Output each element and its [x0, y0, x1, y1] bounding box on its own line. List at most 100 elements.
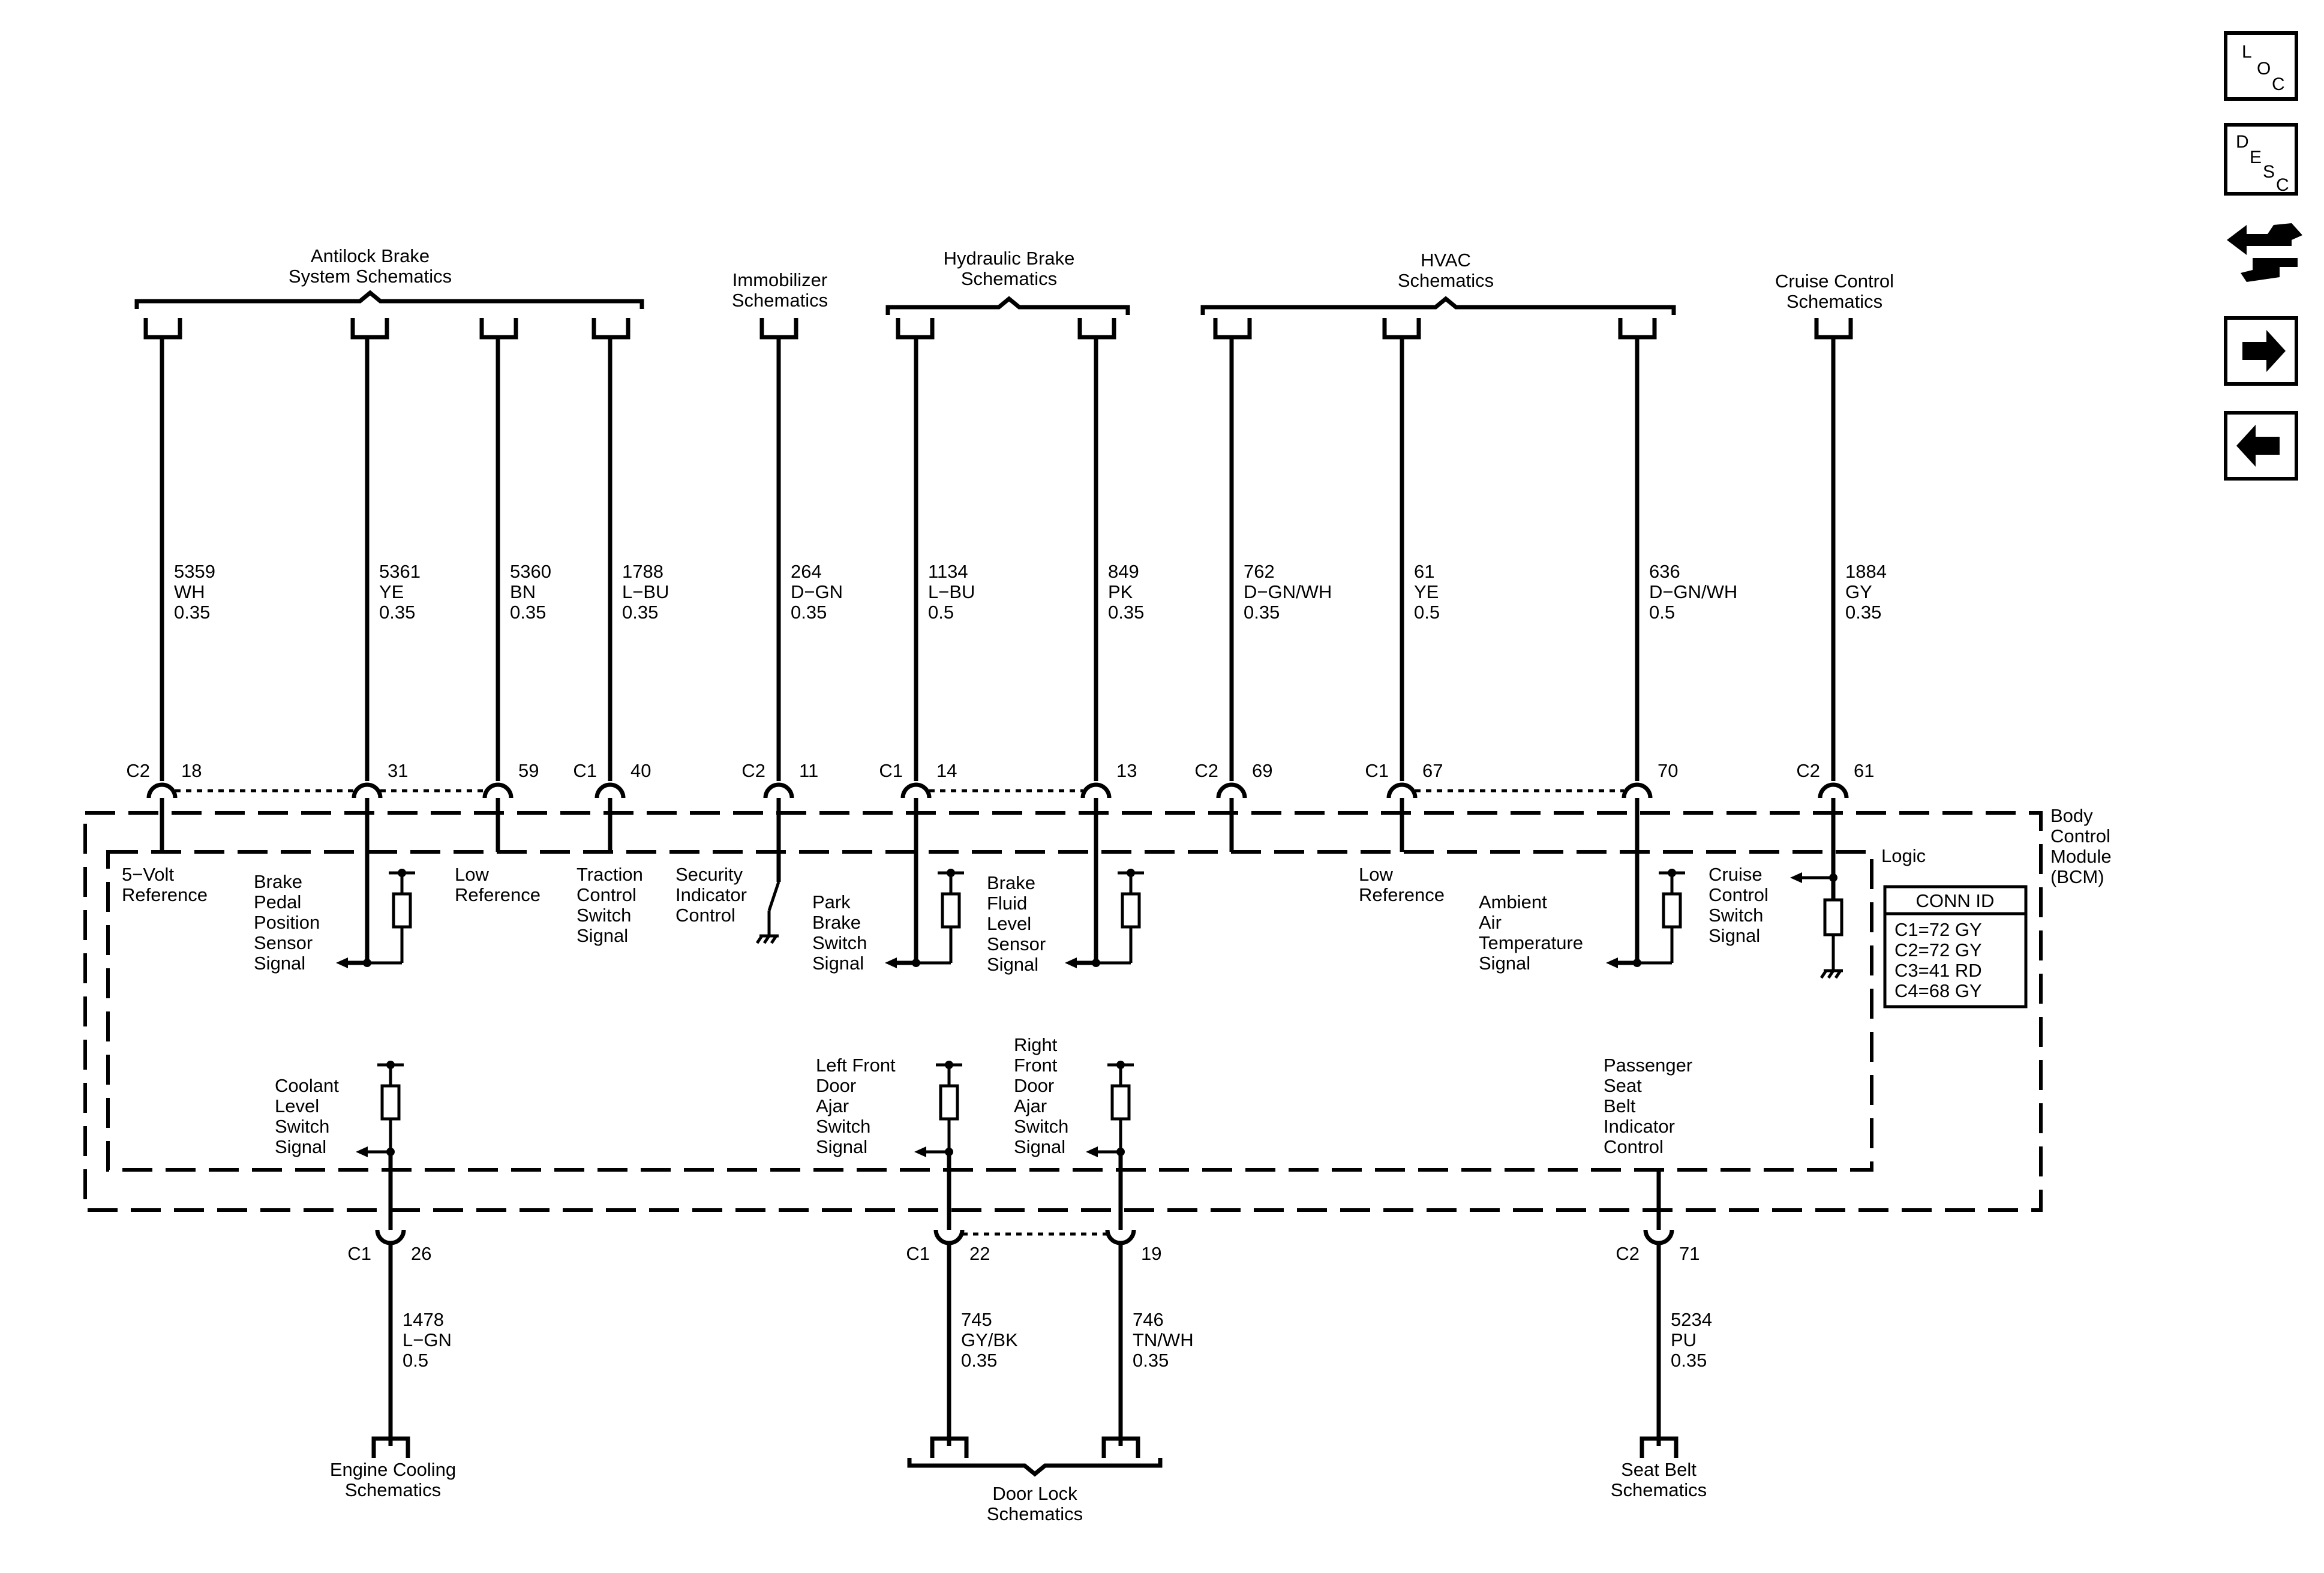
- svg-text:Control: Control: [577, 884, 636, 905]
- svg-text:L−BU: L−BU: [622, 581, 669, 602]
- svg-text:S: S: [2263, 162, 2275, 182]
- svg-text:Control: Control: [1604, 1136, 1664, 1157]
- svg-text:C2=72 GY: C2=72 GY: [1894, 939, 1982, 960]
- svg-text:Signal: Signal: [812, 953, 864, 974]
- svg-text:61: 61: [1854, 760, 1874, 781]
- connector-tool-icon[interactable]: [2227, 223, 2302, 282]
- svg-text:67: 67: [1422, 760, 1443, 781]
- svg-text:Ajar: Ajar: [1014, 1095, 1047, 1116]
- top-wires: [160, 337, 1836, 781]
- svg-text:D−GN/WH: D−GN/WH: [1649, 581, 1737, 602]
- svg-text:Signal: Signal: [577, 925, 628, 946]
- svg-text:D: D: [2236, 132, 2249, 152]
- abs-schematic-label-2: System Schematics: [289, 266, 452, 287]
- svg-text:69: 69: [1252, 760, 1272, 781]
- svg-text:5234: 5234: [1671, 1309, 1712, 1330]
- svg-text:C1: C1: [347, 1243, 371, 1264]
- svg-text:C1: C1: [906, 1243, 930, 1264]
- svg-text:Position: Position: [254, 912, 320, 933]
- svg-text:Belt: Belt: [1604, 1095, 1636, 1116]
- top-connector-labels: C2 18 31 59 C1 40 C2 11 C1 14 13 C2 69 C…: [126, 760, 1874, 781]
- next-arrow-icon[interactable]: [2224, 316, 2298, 386]
- svg-text:Passenger: Passenger: [1604, 1055, 1692, 1076]
- svg-text:D−GN/WH: D−GN/WH: [1244, 581, 1332, 602]
- back-arrow-icon[interactable]: [2224, 411, 2298, 481]
- svg-text:14: 14: [936, 760, 957, 781]
- svg-text:Control: Control: [675, 905, 735, 926]
- svg-text:(BCM): (BCM): [2050, 866, 2104, 887]
- svg-text:264: 264: [791, 561, 822, 582]
- svg-text:Door: Door: [816, 1075, 856, 1096]
- svg-text:1134: 1134: [928, 561, 968, 582]
- svg-text:Control: Control: [1709, 884, 1768, 905]
- svg-text:C2: C2: [1194, 760, 1218, 781]
- svg-text:Door: Door: [1014, 1075, 1054, 1096]
- svg-text:GY/BK: GY/BK: [961, 1329, 1018, 1350]
- svg-text:Low: Low: [1359, 864, 1393, 885]
- svg-text:Control: Control: [2050, 825, 2110, 846]
- loc-button[interactable]: L O C: [2224, 31, 2298, 101]
- svg-text:5360: 5360: [510, 561, 551, 582]
- svg-text:5361: 5361: [379, 561, 421, 582]
- svg-text:0.5: 0.5: [403, 1350, 428, 1371]
- svg-text:59: 59: [518, 760, 539, 781]
- svg-text:C2: C2: [1616, 1243, 1640, 1264]
- svg-text:Ajar: Ajar: [816, 1095, 849, 1116]
- bcm-logic-boundary: [106, 850, 1873, 1172]
- svg-text:Level: Level: [275, 1095, 319, 1116]
- svg-text:Signal: Signal: [816, 1136, 867, 1157]
- svg-text:Schematics: Schematics: [1786, 291, 1882, 312]
- svg-text:PK: PK: [1108, 581, 1133, 602]
- svg-text:Level: Level: [987, 913, 1031, 934]
- svg-text:Engine Cooling: Engine Cooling: [330, 1459, 456, 1480]
- svg-text:636: 636: [1649, 561, 1680, 582]
- circuit-color: WH: [174, 581, 205, 602]
- svg-text:61: 61: [1414, 561, 1434, 582]
- circuit-num: 5359: [174, 561, 215, 582]
- svg-text:Hydraulic Brake: Hydraulic Brake: [944, 248, 1075, 269]
- svg-text:Immobilizer: Immobilizer: [732, 269, 827, 290]
- svg-text:C3=41 RD: C3=41 RD: [1894, 960, 1982, 981]
- svg-text:Signal: Signal: [254, 953, 305, 974]
- svg-text:Temperature: Temperature: [1479, 932, 1583, 953]
- svg-text:Low: Low: [455, 864, 489, 885]
- svg-text:Brake: Brake: [987, 872, 1035, 893]
- svg-text:Right: Right: [1014, 1034, 1058, 1055]
- svg-text:Seat: Seat: [1604, 1075, 1642, 1096]
- svg-text:GY: GY: [1845, 581, 1872, 602]
- svg-text:C1: C1: [573, 760, 597, 781]
- svg-text:Cruise Control: Cruise Control: [1775, 271, 1894, 292]
- svg-text:Schematics: Schematics: [732, 290, 828, 311]
- svg-text:C4=68 GY: C4=68 GY: [1894, 980, 1982, 1001]
- bottom-wires: [388, 1243, 1661, 1446]
- bottom-connector-cups: [371, 1436, 1679, 1458]
- svg-text:Reference: Reference: [455, 884, 541, 905]
- svg-text:31: 31: [388, 760, 408, 781]
- svg-text:C2: C2: [741, 760, 765, 781]
- svg-text:762: 762: [1244, 561, 1275, 582]
- hydraulic-schematic-bracket: Hydraulic Brake Schematics: [885, 248, 1130, 315]
- svg-text:TN/WH: TN/WH: [1133, 1329, 1194, 1350]
- abs-schematic-bracket: Antilock Brake System Schematics: [134, 245, 644, 309]
- conn-id-title: CONN ID: [1916, 890, 1995, 911]
- module-internal-wiring: [160, 798, 1843, 1230]
- svg-text:Front: Front: [1014, 1055, 1058, 1076]
- svg-text:0.5: 0.5: [928, 602, 954, 623]
- svg-text:0.35: 0.35: [791, 602, 827, 623]
- svg-text:Reference: Reference: [1359, 884, 1445, 905]
- svg-text:Schematics: Schematics: [961, 268, 1057, 289]
- bottom-connector-arcs: [375, 1229, 1674, 1245]
- loc-icon-o: O: [2257, 59, 2271, 79]
- svg-text:1788: 1788: [622, 561, 663, 582]
- svg-text:5−Volt: 5−Volt: [122, 864, 174, 885]
- svg-text:Reference: Reference: [122, 884, 208, 905]
- svg-text:PU: PU: [1671, 1329, 1697, 1350]
- svg-text:BN: BN: [510, 581, 536, 602]
- loc-icon-c: C: [2272, 74, 2285, 94]
- svg-text:Cruise: Cruise: [1709, 864, 1762, 885]
- svg-text:19: 19: [1141, 1243, 1161, 1264]
- desc-button[interactable]: D E S C: [2224, 123, 2298, 196]
- immobilizer-schematic-label: Immobilizer Schematics: [732, 269, 828, 311]
- svg-text:C1: C1: [1365, 760, 1389, 781]
- svg-text:Module: Module: [2050, 846, 2112, 867]
